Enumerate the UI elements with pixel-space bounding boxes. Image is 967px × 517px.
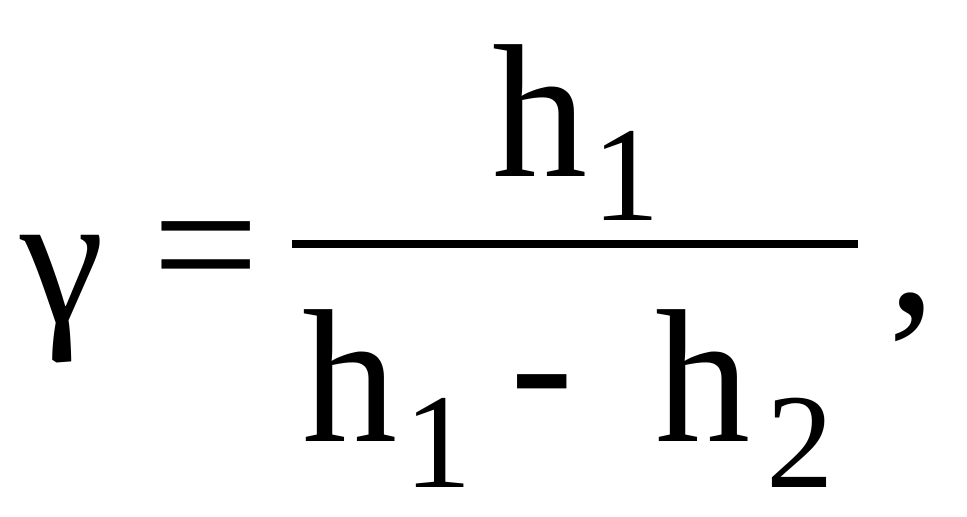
numerator-subscript: 1 [592, 101, 660, 250]
denominator-second-subscript: 2 [766, 368, 834, 517]
fraction-bar [292, 240, 858, 248]
numerator-variable: h [492, 8, 587, 218]
gamma-symbol: γ [20, 154, 104, 364]
denominator-first-subscript: 1 [404, 368, 472, 517]
denominator-second-variable: h [655, 273, 750, 483]
denominator-first-variable: h [302, 273, 397, 483]
minus-sign: - [510, 258, 574, 468]
equals-sign: = [152, 140, 260, 350]
comma-symbol: , [888, 144, 936, 354]
